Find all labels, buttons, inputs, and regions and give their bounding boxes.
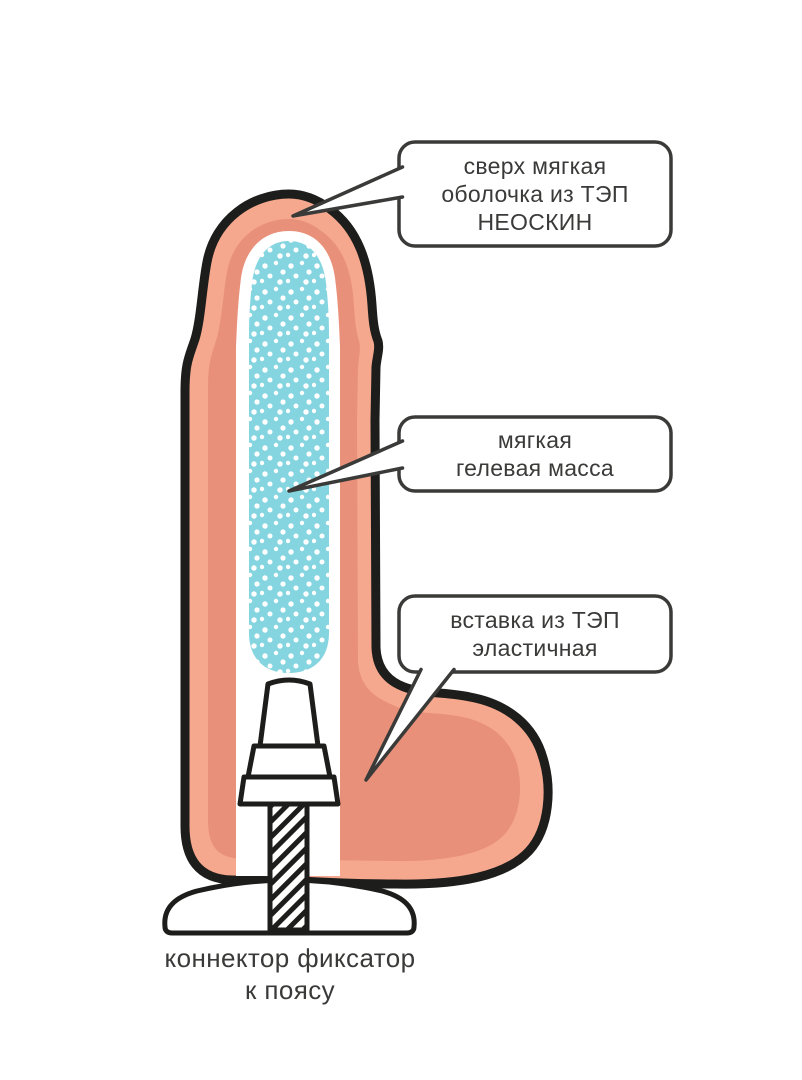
- callout-shell-line-3: НЕОСКИН: [477, 209, 593, 235]
- callout-shell-line-1: сверх мягкая: [463, 153, 607, 179]
- connector-rod-shape: [267, 801, 310, 933]
- plug-tip-shape: [257, 677, 321, 749]
- callout-shell-line-2: оболочка из ТЭП: [441, 181, 629, 207]
- callout-gel-line-2: гелевая масса: [455, 455, 614, 481]
- plug-flange-shape: [237, 774, 341, 807]
- gel-core-shape: [249, 241, 329, 673]
- base-caption-line-2: к поясу: [244, 975, 336, 1005]
- callout-insert-tail: [364, 667, 456, 782]
- callout-shell-tail: [291, 165, 405, 218]
- plug-mid-shape: [245, 743, 333, 780]
- base-caption: коннектор фиксатор к поясу: [118, 942, 462, 1006]
- callout-gel-tail: [287, 439, 405, 493]
- callout-gel-line-1: мягкая: [497, 427, 573, 453]
- callout-insert-label: вставка из ТЭП эластичная: [399, 596, 671, 672]
- callout-insert-bubble: [397, 594, 673, 674]
- callout-shell-label: сверх мягкая оболочка из ТЭП НЕОСКИН: [399, 142, 671, 246]
- callout-gel-label: мягкая гелевая масса: [399, 417, 671, 491]
- base-caption-line-1: коннектор фиксатор: [164, 943, 416, 973]
- callout-insert-line-2: эластичная: [472, 635, 598, 661]
- callout-insert-line-1: вставка из ТЭП: [450, 607, 620, 633]
